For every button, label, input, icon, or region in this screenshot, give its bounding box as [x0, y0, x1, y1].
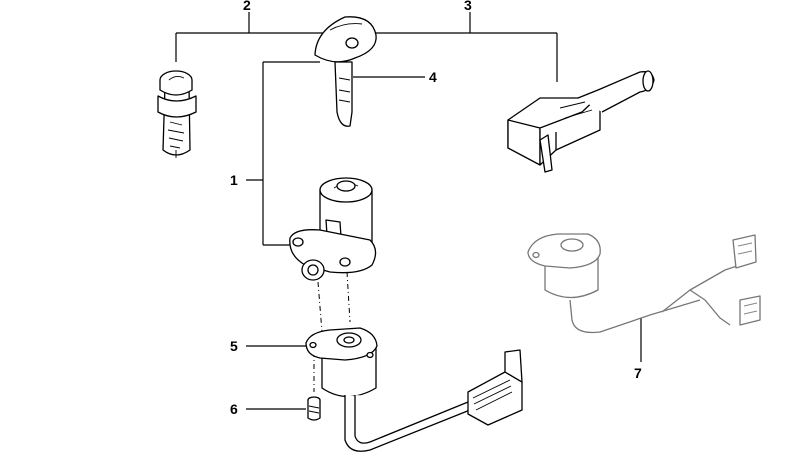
- callout-4: 4: [429, 69, 437, 85]
- lock-cylinder-part: [157, 70, 197, 158]
- centre-lines: [313, 271, 351, 392]
- leader-lines: [175, 12, 642, 410]
- ignition-switch-part: [305, 327, 523, 452]
- key-part: [314, 16, 377, 127]
- callout-7: 7: [634, 365, 642, 381]
- switch-housing-part: [507, 70, 655, 173]
- callout-1: 1: [230, 172, 238, 188]
- callout-6: 6: [230, 401, 238, 417]
- screw-part: [307, 396, 321, 421]
- callout-2: 2: [243, 0, 251, 13]
- ignition-switch-wiring-part: [527, 233, 761, 334]
- callout-5: 5: [230, 338, 238, 354]
- ignition-lock-housing-part: [289, 177, 377, 281]
- callout-3: 3: [464, 0, 472, 13]
